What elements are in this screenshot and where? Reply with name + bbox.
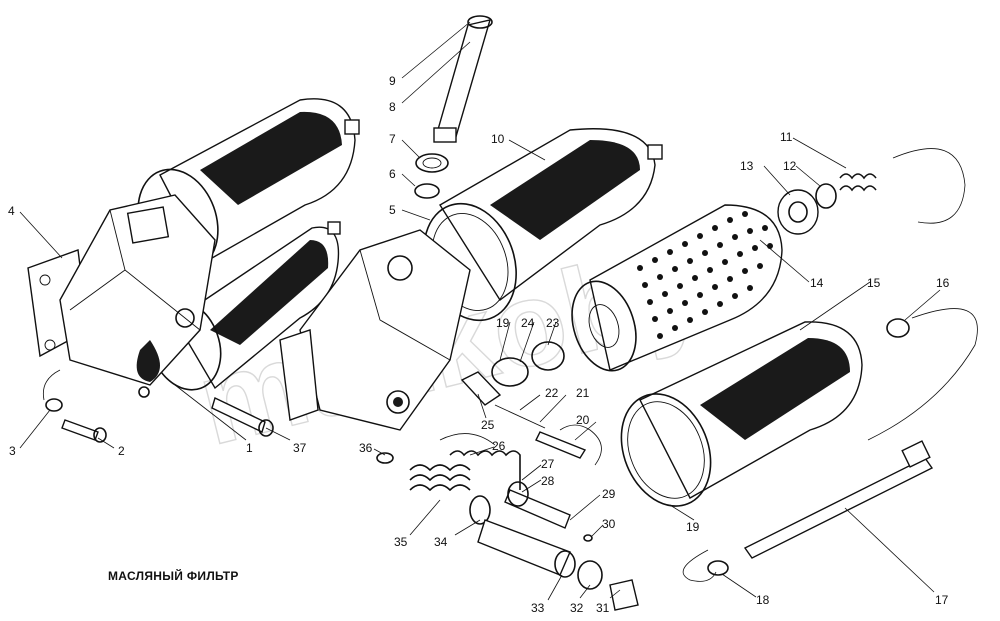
part-label-25: 25: [481, 418, 495, 432]
assembly-guide-lines: [42, 148, 978, 582]
part-label-9: 9: [389, 74, 396, 88]
assembled-filter-left: [27, 98, 360, 398]
part-label-28: 28: [541, 474, 555, 488]
part-label-8: 8: [389, 100, 396, 114]
part-label-17: 17: [935, 593, 949, 607]
part-label-5: 5: [389, 203, 396, 217]
part-label-6: 6: [389, 167, 396, 181]
part-label-22: 22: [545, 386, 559, 400]
diagram-caption: МАСЛЯНЫЙ ФИЛЬТР: [108, 568, 239, 583]
part-label-7: 7: [389, 132, 396, 146]
part-label-30: 30: [602, 517, 616, 531]
part-label-29: 29: [602, 487, 616, 501]
part-label-10: 10: [491, 132, 505, 146]
part-label-13: 13: [740, 159, 754, 173]
part-label-15: 15: [867, 276, 881, 290]
part-label-23: 23: [546, 316, 560, 330]
part-label-11: 11: [780, 130, 793, 144]
part-label-1: 1: [246, 441, 253, 455]
part-label-20: 20: [576, 413, 590, 427]
exploded-parts-right: [571, 173, 934, 576]
part-label-3: 3: [9, 444, 16, 458]
part-label-12: 12: [783, 159, 797, 173]
part-label-14: 14: [810, 276, 824, 290]
part-label-24: 24: [521, 316, 535, 330]
part-label-31: 31: [596, 601, 610, 615]
part-label-34: 34: [434, 535, 448, 549]
part-label-19-housing: 19: [496, 316, 510, 330]
part-label-37: 37: [293, 441, 307, 455]
part-label-35: 35: [394, 535, 408, 549]
part-label-21: 21: [576, 386, 590, 400]
part-label-33: 33: [531, 601, 545, 615]
part-number-labels: 9 8 7 6 5 10 11 12 13 14 15 16 17 18 19 …: [8, 74, 950, 615]
exploded-filter-center: [45, 15, 663, 611]
part-label-4: 4: [8, 204, 15, 218]
part-label-2: 2: [118, 444, 125, 458]
part-label-16: 16: [936, 276, 950, 290]
part-label-36: 36: [359, 441, 373, 455]
perforation-pattern: [637, 211, 773, 339]
part-label-19-canister: 19: [686, 520, 700, 534]
part-label-26: 26: [492, 439, 506, 453]
part-label-32: 32: [570, 601, 584, 615]
part-label-18: 18: [756, 593, 770, 607]
part-label-27: 27: [541, 457, 555, 471]
leader-lines: [19, 21, 941, 601]
